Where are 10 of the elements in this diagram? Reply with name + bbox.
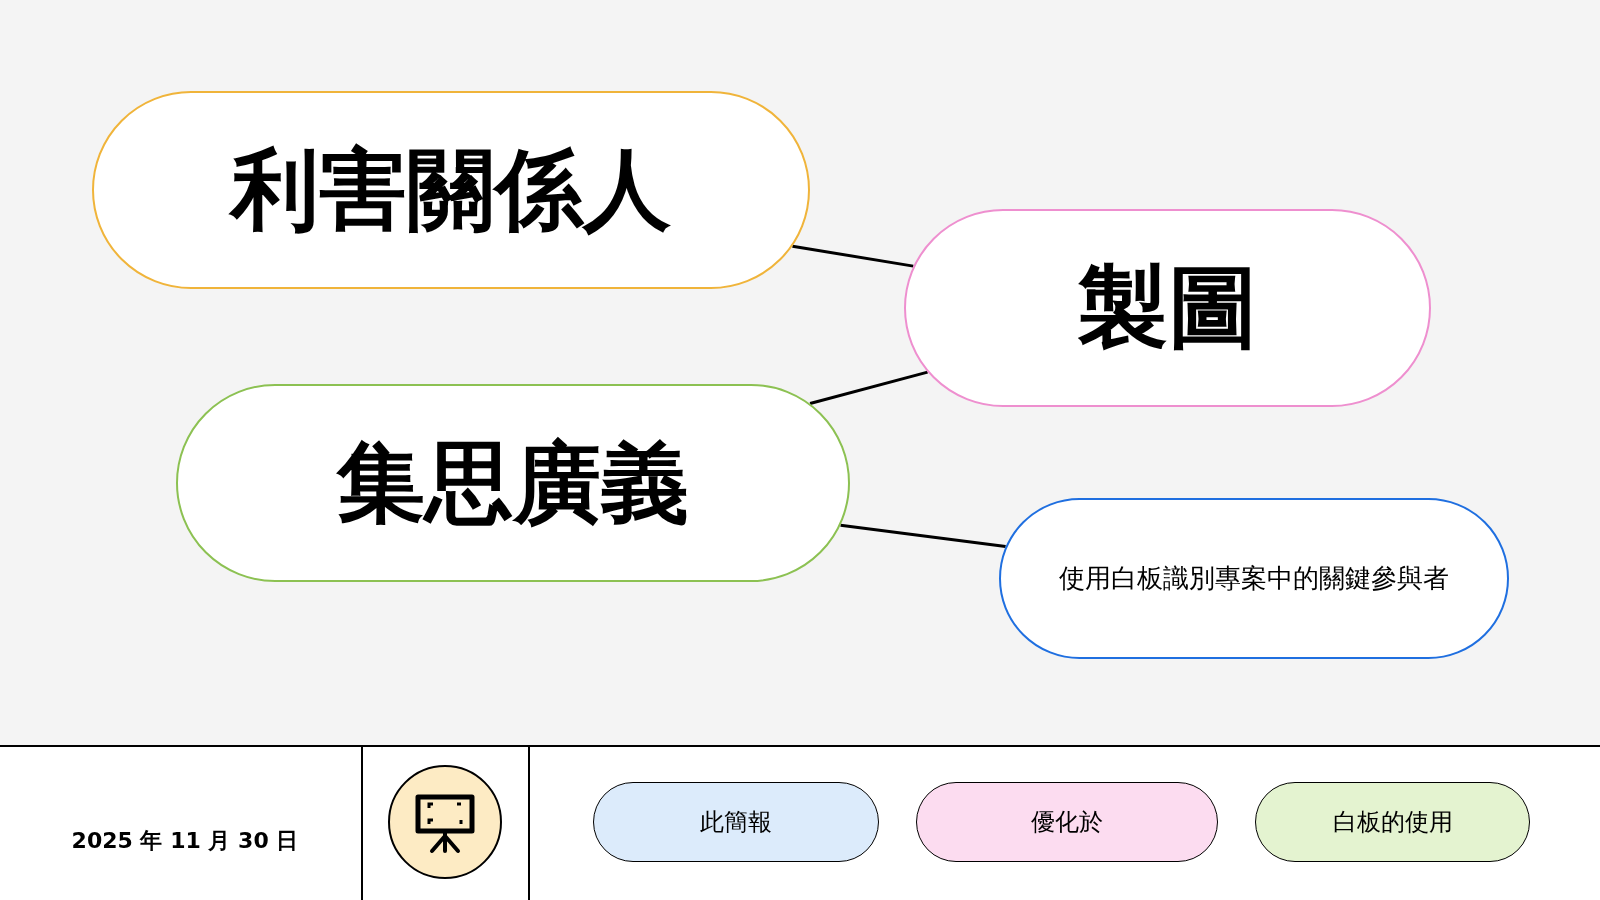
node-text: 使用白板識別專案中的關鍵參與者 [1059, 562, 1449, 595]
connector-line [809, 370, 928, 405]
node-text: 集思廣義 [337, 429, 689, 536]
connector-line [840, 523, 1006, 548]
node-text: 白板的使用 [1332, 807, 1453, 838]
node-text: 製圖 [1077, 253, 1258, 361]
date-text: 2025 年 11 月 30 日 [70, 827, 300, 855]
connector-line [792, 244, 914, 268]
node-text: 此簡報 [700, 807, 772, 838]
node-text: 優化於 [1031, 807, 1103, 838]
